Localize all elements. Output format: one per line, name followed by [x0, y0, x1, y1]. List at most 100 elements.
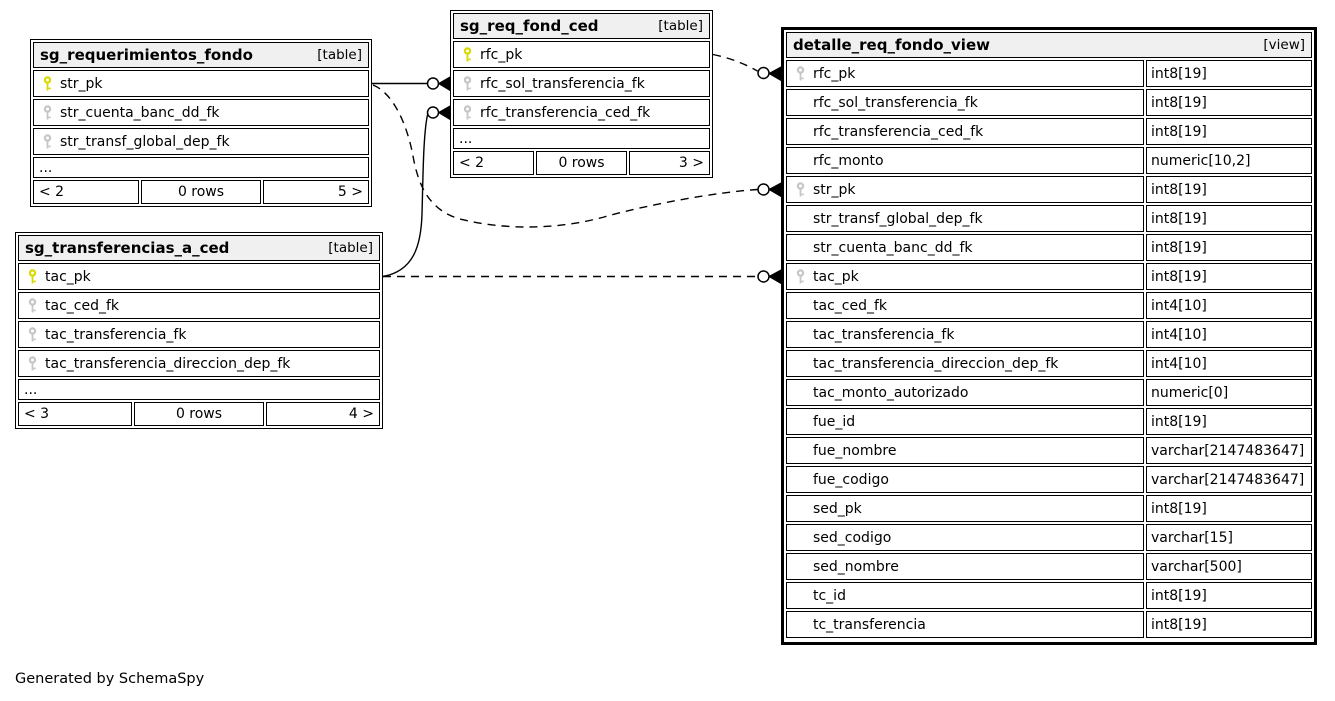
column-row-tc_id: tc_id int8[19] — [786, 582, 1312, 609]
column-row-tac_monto_autorizado: tac_monto_autorizado numeric[0] — [786, 379, 1312, 406]
table-node-sg_requerimientos_fondo: sg_requerimientos_fondo [table] str_pk s… — [30, 39, 372, 207]
rel-str_pk-to-rfc_sol_transferencia_fk — [372, 76, 451, 92]
table-title[interactable]: sg_requerimientos_fondo — [40, 46, 253, 64]
generator-credit: Generated by SchemaSpy — [15, 671, 205, 687]
foreign-key-icon — [796, 269, 804, 284]
hidden-columns-ellipsis: ... — [18, 379, 380, 400]
footer-related-right: 4 > — [266, 402, 380, 426]
column-type: int8[19] — [1146, 118, 1312, 145]
rel-rfc_pk-to-view-rfc_pk — [712, 53, 782, 82]
node-footer: < 3 0 rows 4 > — [18, 402, 380, 426]
column-type: int8[19] — [1146, 89, 1312, 116]
footer-related-left: < 2 — [453, 151, 535, 175]
key-slot — [34, 76, 60, 91]
column-row-str_pk: str_pk int8[19] — [786, 176, 1312, 203]
primary-key-icon — [463, 47, 471, 62]
column-type: numeric[10,2] — [1146, 147, 1312, 174]
column-name: fue_codigo — [813, 471, 889, 488]
footer-row-count: 0 rows — [536, 151, 627, 175]
key-slot — [19, 298, 45, 313]
table-header-sg_req_fond_ced[interactable]: sg_req_fond_ced [table] — [453, 13, 710, 39]
foreign-key-icon — [796, 182, 804, 197]
foreign-key-icon — [463, 76, 471, 91]
foreign-key-icon — [28, 298, 36, 313]
foreign-key-icon — [43, 134, 51, 149]
column-type: int8[19] — [1146, 611, 1312, 638]
hidden-columns-ellipsis: ... — [453, 128, 710, 149]
column-row-sed_codigo: sed_codigo varchar[15] — [786, 524, 1312, 551]
column-name: str_pk — [60, 75, 103, 92]
column-name: sed_codigo — [813, 529, 892, 546]
key-slot — [454, 76, 480, 91]
footer-row-count: 0 rows — [140, 180, 262, 204]
table-header-sg_transferencias_a_ced[interactable]: sg_transferencias_a_ced [table] — [18, 235, 380, 261]
column-type: int8[19] — [1146, 205, 1312, 232]
column-row-rfc_pk: rfc_pk — [453, 41, 710, 68]
column-row-str_pk: str_pk — [33, 70, 369, 97]
primary-key-icon — [28, 269, 36, 284]
footer-related-left: < 3 — [18, 402, 132, 426]
column-name: str_pk — [813, 181, 856, 198]
table-node-sg_req_fond_ced: sg_req_fond_ced [table] rfc_pk rfc_sol_t… — [450, 10, 713, 178]
node-kind-label: [table] — [328, 240, 373, 256]
table-header-sg_requerimientos_fondo[interactable]: sg_requerimientos_fondo [table] — [33, 42, 369, 68]
column-type: int4[10] — [1146, 292, 1312, 319]
column-name: tac_transferencia_direccion_dep_fk — [45, 355, 291, 372]
foreign-key-icon — [463, 105, 471, 120]
column-type: int8[19] — [1146, 60, 1312, 87]
column-name: tac_pk — [813, 268, 859, 285]
column-name: str_transf_global_dep_fk — [60, 133, 230, 150]
column-name: str_cuenta_banc_dd_fk — [60, 104, 220, 121]
column-row-tc_transferencia: tc_transferencia int8[19] — [786, 611, 1312, 638]
column-row-tac_transferencia_direccion_dep_fk: tac_transferencia_direccion_dep_fk int4[… — [786, 350, 1312, 377]
column-row-str_cuenta_banc_dd_fk: str_cuenta_banc_dd_fk — [33, 99, 369, 126]
column-row-rfc_transferencia_ced_fk: rfc_transferencia_ced_fk int8[19] — [786, 118, 1312, 145]
column-name: rfc_pk — [813, 65, 856, 82]
column-name: tac_ced_fk — [813, 297, 887, 314]
column-type: numeric[0] — [1146, 379, 1312, 406]
column-type: int4[10] — [1146, 350, 1312, 377]
column-name: rfc_monto — [813, 152, 884, 169]
column-type: int8[19] — [1146, 176, 1312, 203]
footer-related-right: 3 > — [628, 151, 710, 175]
foreign-key-icon — [43, 105, 51, 120]
column-name: sed_nombre — [813, 558, 899, 575]
column-row-fue_id: fue_id int8[19] — [786, 408, 1312, 435]
column-row-fue_nombre: fue_nombre varchar[2147483647] — [786, 437, 1312, 464]
column-name: tc_transferencia — [813, 616, 926, 633]
column-row-tac_pk: tac_pk — [18, 263, 380, 290]
foreign-key-icon — [796, 66, 804, 81]
column-row-sed_pk: sed_pk int8[19] — [786, 495, 1312, 522]
column-row-tac_transferencia_fk: tac_transferencia_fk — [18, 321, 380, 348]
key-slot — [787, 269, 813, 284]
node-kind-label: [table] — [658, 18, 703, 34]
column-name: fue_nombre — [813, 442, 897, 459]
column-name: str_cuenta_banc_dd_fk — [813, 239, 973, 256]
view-header-detalle_req_fondo_view[interactable]: detalle_req_fondo_view [view] — [786, 32, 1312, 58]
node-kind-label: [table] — [317, 47, 362, 63]
key-slot — [787, 66, 813, 81]
column-row-tac_ced_fk: tac_ced_fk — [18, 292, 380, 319]
column-type: int8[19] — [1146, 582, 1312, 609]
column-row-sed_nombre: sed_nombre varchar[500] — [786, 553, 1312, 580]
rel-tac_pk-to-view-tac_pk — [383, 269, 782, 285]
table-title[interactable]: sg_transferencias_a_ced — [25, 239, 230, 257]
primary-key-icon — [43, 76, 51, 91]
key-slot — [787, 182, 813, 197]
column-name: str_transf_global_dep_fk — [813, 210, 983, 227]
column-row-fue_codigo: fue_codigo varchar[2147483647] — [786, 466, 1312, 493]
key-slot — [19, 356, 45, 371]
column-row-rfc_transferencia_ced_fk: rfc_transferencia_ced_fk — [453, 99, 710, 126]
key-slot — [34, 134, 60, 149]
column-type: varchar[2147483647] — [1146, 466, 1312, 493]
column-name: tac_transferencia_direccion_dep_fk — [813, 355, 1059, 372]
table-title[interactable]: sg_req_fond_ced — [460, 17, 599, 35]
column-name: tac_ced_fk — [45, 297, 119, 314]
column-name: rfc_pk — [480, 46, 523, 63]
column-type: int8[19] — [1146, 263, 1312, 290]
view-title[interactable]: detalle_req_fondo_view — [793, 36, 990, 54]
footer-row-count: 0 rows — [133, 402, 265, 426]
key-slot — [34, 105, 60, 120]
key-slot — [454, 47, 480, 62]
column-name: rfc_transferencia_ced_fk — [813, 123, 984, 140]
